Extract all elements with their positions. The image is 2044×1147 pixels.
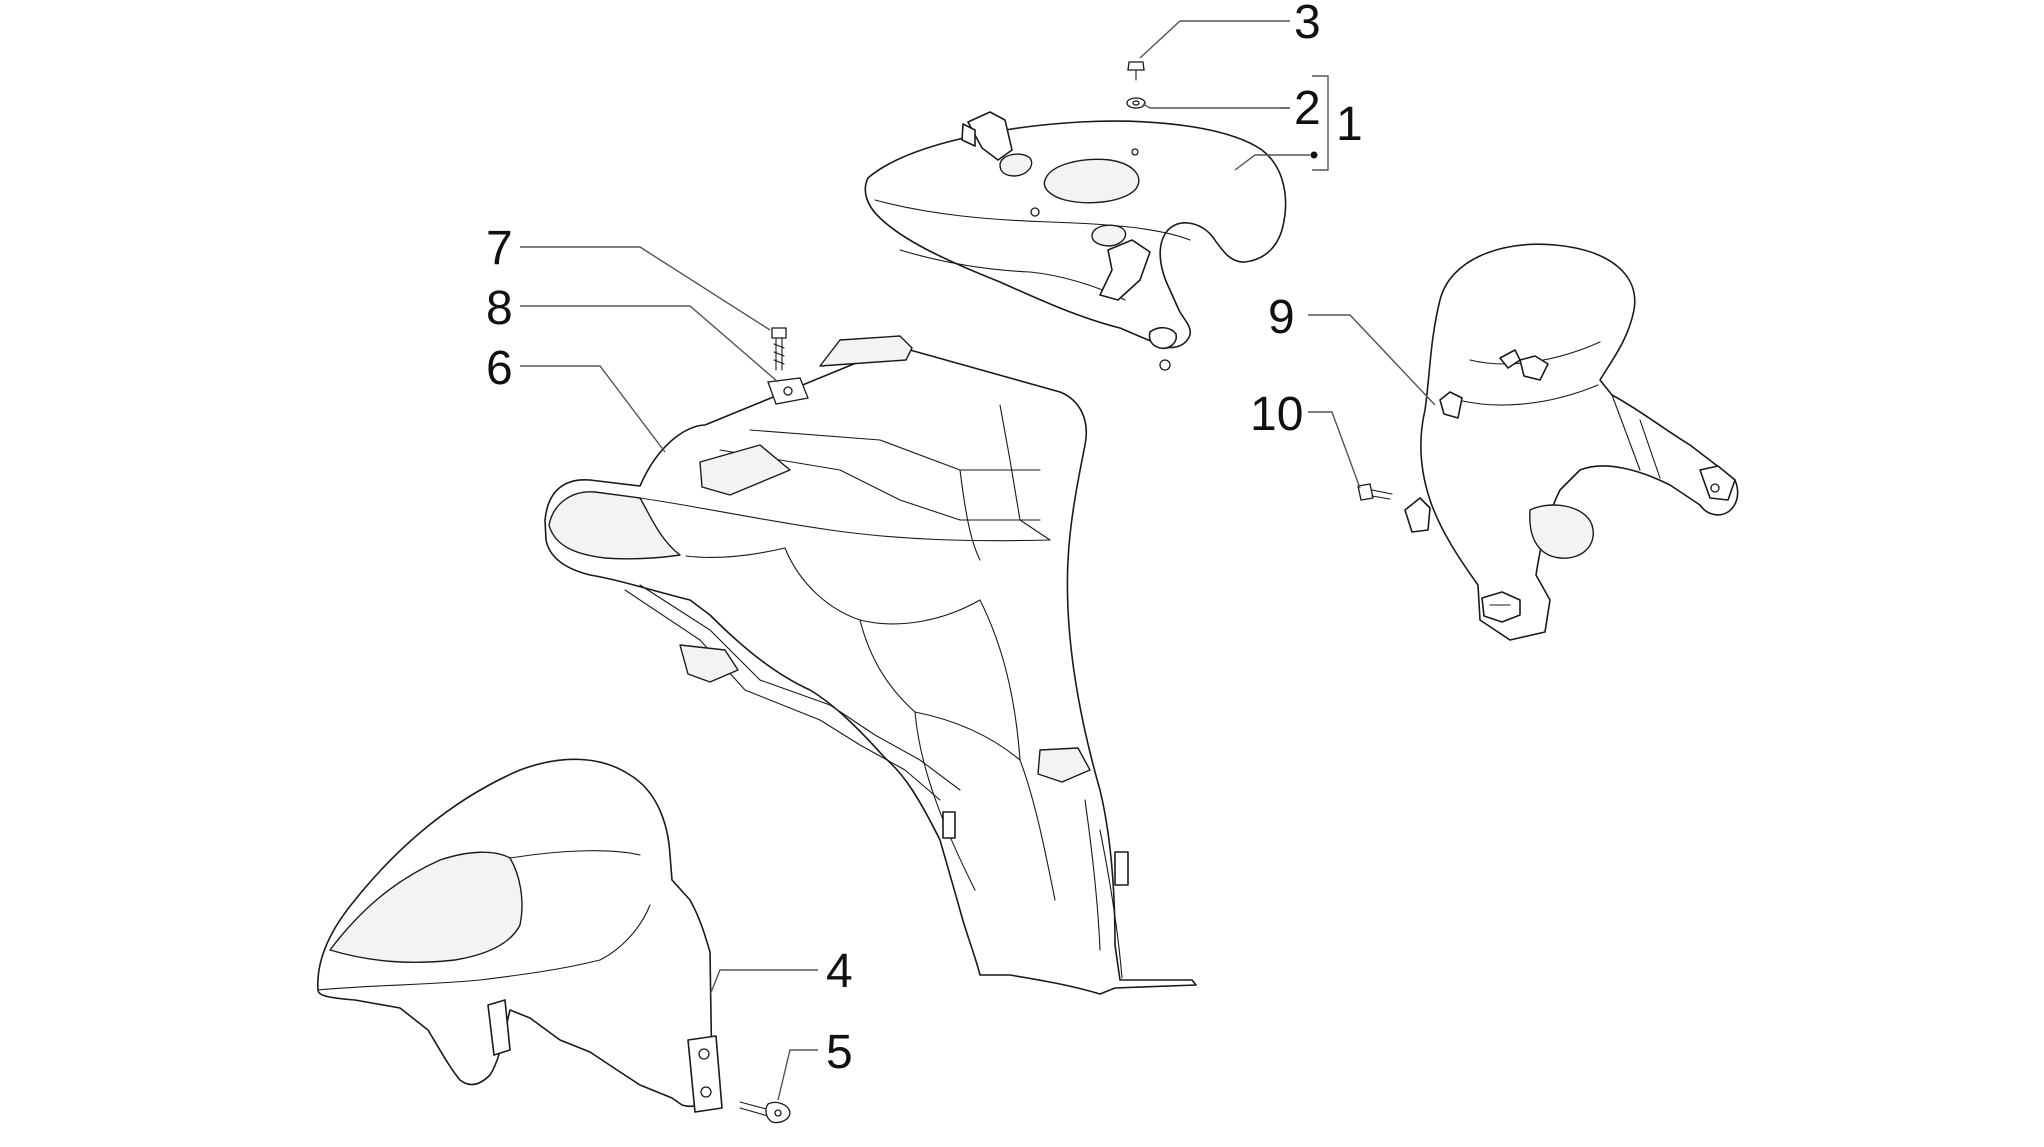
- callout-5: 5: [826, 1026, 853, 1079]
- leader-3: [1139, 20, 1290, 59]
- callout-3: 3: [1294, 0, 1321, 49]
- callout-2: 2: [1294, 82, 1321, 135]
- part-5-screw: [739, 1101, 791, 1124]
- leader-9: [1308, 314, 1436, 406]
- leader-7: [520, 246, 771, 331]
- part-6-leg-shield: [544, 335, 1197, 995]
- callout-8: 8: [486, 282, 513, 335]
- leader-8: [520, 305, 779, 383]
- callout-4: 4: [826, 945, 853, 998]
- part-3-screw: [1127, 61, 1145, 81]
- leader-6: [520, 365, 666, 453]
- callout-labels: 3 2 1 7 8 6 9 10 4 5: [486, 0, 1363, 1079]
- callout-6: 6: [486, 342, 513, 395]
- leader-lines: [520, 20, 1436, 1101]
- leader-2: [1142, 103, 1290, 109]
- callout-10: 10: [1250, 388, 1303, 441]
- part-10-screw: [1357, 483, 1393, 501]
- leader-1-body: [1234, 154, 1310, 171]
- callout-7: 7: [486, 222, 513, 275]
- part-1-dot-marker: [1310, 151, 1318, 159]
- callout-9: 9: [1268, 291, 1295, 344]
- part-8-clip: [767, 377, 809, 405]
- bracket-1: [1312, 75, 1329, 171]
- part-9-inner-cover: [1404, 243, 1739, 641]
- part-4-front-mudguard: [317, 758, 723, 1113]
- callout-1: 1: [1336, 98, 1363, 151]
- part-1-handlebar-cover: [864, 111, 1287, 371]
- part-2-washer: [1126, 97, 1146, 109]
- leader-4: [709, 969, 818, 996]
- leader-5: [777, 1049, 818, 1101]
- leader-10: [1308, 411, 1361, 489]
- part-7-screw: [771, 327, 787, 371]
